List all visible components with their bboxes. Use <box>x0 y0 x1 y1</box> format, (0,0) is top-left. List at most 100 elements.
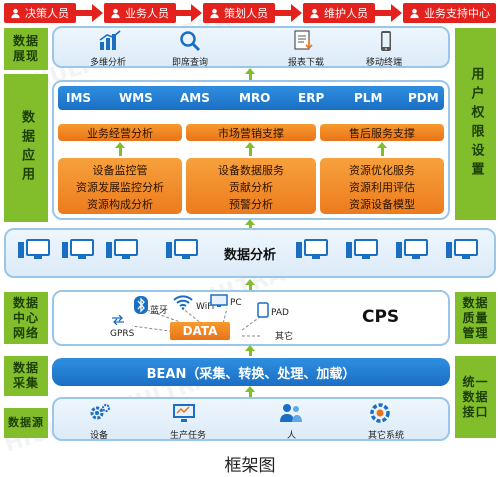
analysis-title: 数据分析 <box>223 248 276 263</box>
flow-arrow-head <box>391 4 402 22</box>
diagram-caption: 框架图 <box>224 456 276 476</box>
label-data-center-network: 数据中心网络 <box>4 292 48 344</box>
person-icon <box>9 7 21 19</box>
display-item-label: 多维分析 <box>90 58 127 68</box>
label-unified-interface: 统一数据接口 <box>455 356 496 438</box>
business-item[interactable]: 资源利用评估 <box>349 181 415 194</box>
computer-icon <box>18 239 50 259</box>
mobile-icon[interactable] <box>376 30 396 56</box>
computer-icon <box>396 239 428 259</box>
business-item[interactable]: 设备数据服务 <box>218 164 284 177</box>
label-data-display: 数据展现 <box>4 28 48 70</box>
system-pdm[interactable]: PDM <box>408 91 439 105</box>
wifi-icon <box>173 295 193 310</box>
flow-arrow <box>275 10 293 16</box>
computer-icon <box>446 239 478 259</box>
person-icon <box>109 7 121 19</box>
computer-icon <box>106 239 138 259</box>
flow-arrow-head <box>245 219 255 225</box>
business-item[interactable]: 预警分析 <box>229 198 273 211</box>
flow-arrow-head <box>92 4 103 22</box>
label-data-source: 数据源 <box>4 408 48 438</box>
display-item-label: 即席查询 <box>172 58 209 68</box>
flow-arrow-head <box>191 4 202 22</box>
computer-icon <box>166 239 198 259</box>
person-icon <box>408 7 420 19</box>
bar-chart-icon[interactable] <box>98 30 122 56</box>
person-icon <box>208 7 220 19</box>
flow-arrow <box>249 389 252 397</box>
people-icon <box>280 404 302 422</box>
role-decision[interactable]: 决策人员 <box>4 3 76 23</box>
display-item-label: 移动终端 <box>366 58 403 68</box>
system-plm[interactable]: PLM <box>354 91 383 105</box>
system-ims[interactable]: IMS <box>66 91 92 105</box>
flow-arrow-head <box>245 279 255 285</box>
flow-arrow-head <box>245 142 255 148</box>
role-support-center[interactable]: 业务支持中心 <box>403 3 496 23</box>
system-ams[interactable]: AMS <box>180 91 210 105</box>
role-business[interactable]: 业务人员 <box>104 3 176 23</box>
data-hub[interactable]: DATA <box>170 322 230 340</box>
source-label: 设备 <box>90 431 109 441</box>
label-data-collection: 数据采集 <box>4 356 48 396</box>
role-label: 决策人员 <box>25 7 69 20</box>
computer-icon <box>346 239 378 259</box>
computer-icon <box>296 239 328 259</box>
bean-bar[interactable]: BEAN（采集、转换、处理、加载） <box>52 358 450 386</box>
source-label: 生产任务 <box>170 431 207 441</box>
flow-arrow-head <box>291 4 302 22</box>
flow-arrow <box>375 10 393 16</box>
flow-arrow <box>119 146 122 156</box>
label-data-application: 数据应用 <box>4 74 48 222</box>
flow-arrow <box>176 10 193 16</box>
flow-arrow <box>249 348 252 356</box>
business-item[interactable]: 资源构成分析 <box>87 198 153 211</box>
bluetooth-icon <box>134 296 148 314</box>
magnifier-icon[interactable] <box>178 30 202 56</box>
business-item[interactable]: 设备监控管 <box>92 164 148 177</box>
network-node-label: 其它 <box>275 332 294 342</box>
role-maintenance[interactable]: 维护人员 <box>303 3 375 23</box>
network-node-label: 蓝牙 <box>150 306 169 316</box>
signal-icon <box>112 315 124 325</box>
flow-arrow <box>381 146 384 156</box>
business-header[interactable]: 售后服务支撑 <box>320 124 444 141</box>
network-node-label: PC <box>230 298 242 308</box>
flow-arrow <box>249 282 252 290</box>
system-wms[interactable]: WMS <box>119 91 153 105</box>
system-erp[interactable]: ERP <box>298 91 325 105</box>
flow-arrow-head <box>377 142 387 148</box>
role-label: 维护人员 <box>324 7 368 20</box>
business-item[interactable]: 资源发展监控分析 <box>76 181 164 194</box>
tablet-icon <box>257 302 269 318</box>
business-item[interactable]: 资源设备模型 <box>349 198 415 211</box>
flow-arrow-head <box>245 345 255 351</box>
computer-icon <box>62 239 94 259</box>
flow-arrow-head <box>245 68 255 74</box>
source-label: 其它系统 <box>368 431 405 441</box>
flow-arrow <box>249 72 252 80</box>
document-download-icon[interactable] <box>292 30 316 56</box>
business-column: 设备监控管 资源发展监控分析 资源构成分析 <box>58 158 182 214</box>
source-label: 人 <box>287 431 297 441</box>
system-mro[interactable]: MRO <box>239 91 271 105</box>
role-label: 业务支持中心 <box>424 7 490 20</box>
business-item[interactable]: 贡献分析 <box>229 181 273 194</box>
business-column: 资源优化服务 资源利用评估 资源设备模型 <box>320 158 444 214</box>
system-gear-icon <box>370 403 390 423</box>
network-node-label: WiFi <box>196 302 215 312</box>
business-header[interactable]: 业务经营分析 <box>58 124 182 141</box>
cps-title: CPS <box>362 307 400 327</box>
flow-arrow <box>249 222 252 230</box>
business-item[interactable]: 资源优化服务 <box>349 164 415 177</box>
role-label: 业务人员 <box>125 7 169 20</box>
monitor-icon <box>210 294 228 307</box>
role-label: 策划人员 <box>224 7 268 20</box>
role-planning[interactable]: 策划人员 <box>203 3 275 23</box>
business-header[interactable]: 市场营销支撑 <box>186 124 316 141</box>
business-column: 设备数据服务 贡献分析 预警分析 <box>186 158 316 214</box>
systems-bar: IMS WMS AMS MRO ERP PLM PDM <box>58 86 444 110</box>
gears-icon <box>90 404 110 420</box>
flow-arrow <box>76 10 94 16</box>
